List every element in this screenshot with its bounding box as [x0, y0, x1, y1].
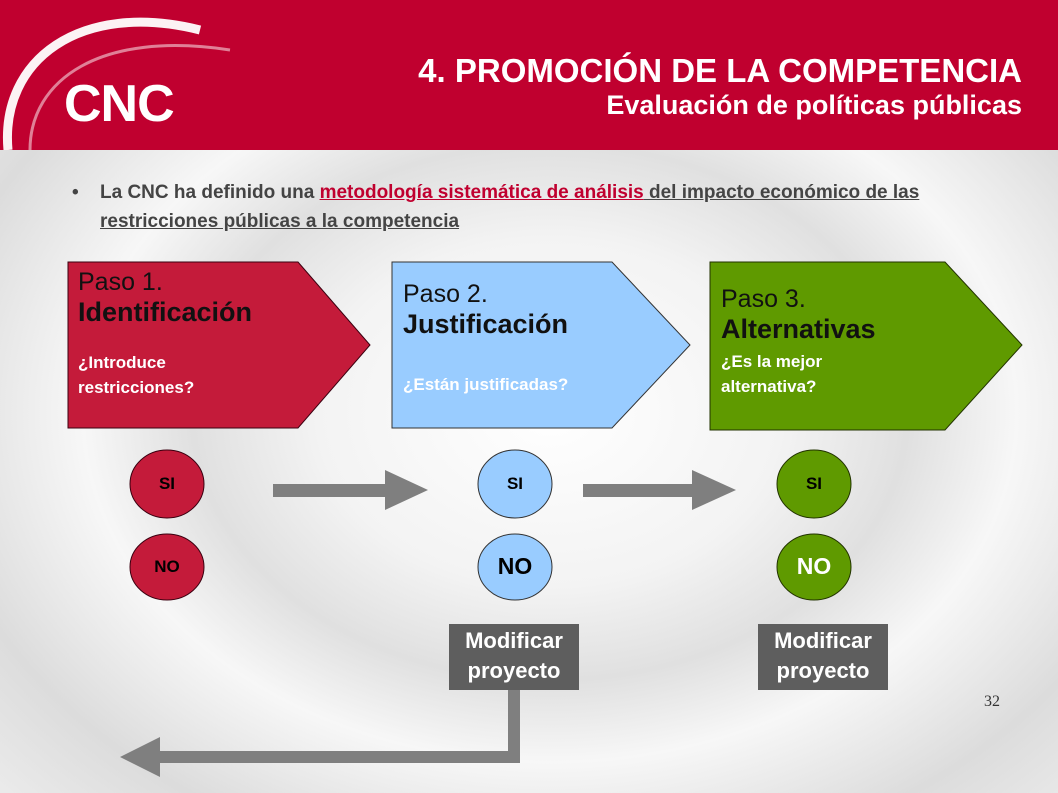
- bullet-highlight: metodología sistemática de análisis: [319, 182, 644, 203]
- modify-project-box-step-3: Modificar proyecto: [758, 624, 888, 690]
- step-1-label: Paso 1.: [78, 268, 163, 296]
- bullet-dot-icon: •: [72, 182, 79, 203]
- step-2-no-label: NO: [497, 553, 533, 579]
- step-3-question: ¿Es la mejor alternativa?: [721, 352, 823, 396]
- bullet-text-after: del impacto económico de las restriccion…: [100, 182, 920, 232]
- step-1-no-circle: [129, 533, 205, 601]
- arrow-step-2-to-3-icon: [583, 470, 736, 510]
- step-3: Paso 3. Alternativas ¿Es la mejor altern…: [721, 285, 991, 399]
- step-1-yes-label: SI: [158, 474, 176, 493]
- step-1-name: Identificación: [78, 297, 253, 327]
- logo-swoosh-icon: [2, 17, 231, 150]
- step-2: Paso 2. Justificación ¿Están justificada…: [403, 280, 673, 397]
- modify-project-box-step-2: Modificar proyecto: [449, 624, 579, 690]
- step-1-shape: [67, 261, 371, 429]
- step-1-yes-circle: [129, 449, 205, 519]
- step-2-shape: [391, 261, 691, 429]
- step-2-no-circle: [477, 533, 553, 601]
- step-1-no-label: NO: [154, 557, 180, 576]
- step-3-no-circle: [776, 533, 852, 601]
- page-title: 4. PROMOCIÓN DE LA COMPETENCIA: [418, 52, 1022, 89]
- bullet-text-before: La CNC ha definido una: [100, 182, 320, 203]
- step-3-no-label: NO: [796, 553, 832, 579]
- step-1-question: ¿Introduce restricciones?: [78, 353, 195, 397]
- cnc-logo: CNC: [64, 75, 175, 133]
- bullet-text: La CNC ha definido una metodología siste…: [100, 178, 972, 236]
- step-2-question: ¿Están justificadas?: [403, 375, 569, 394]
- step-3-shape: [709, 261, 1023, 431]
- page-number: 32: [984, 693, 1000, 710]
- step-1: Paso 1. Identificación ¿Introduce restri…: [78, 268, 348, 400]
- step-2-label: Paso 2.: [403, 280, 488, 308]
- intro-bullet: • La CNC ha definido una metodología sis…: [72, 178, 972, 236]
- step-2-name: Justificación: [403, 309, 569, 339]
- step-3-yes-circle: [776, 449, 852, 519]
- page-subtitle: Evaluación de políticas públicas: [606, 90, 1022, 120]
- step-2-yes-circle: [477, 449, 553, 519]
- header-banner: CNC 4. PROMOCIÓN DE LA COMPETENCIA Evalu…: [0, 0, 1058, 150]
- step-3-label: Paso 3.: [721, 285, 806, 313]
- step-3-name: Alternativas: [721, 314, 876, 344]
- arrow-step-1-to-2-icon: [273, 470, 428, 510]
- step-2-yes-label: SI: [506, 474, 524, 493]
- step-3-yes-label: SI: [805, 474, 823, 493]
- return-arrow-icon: [120, 688, 520, 777]
